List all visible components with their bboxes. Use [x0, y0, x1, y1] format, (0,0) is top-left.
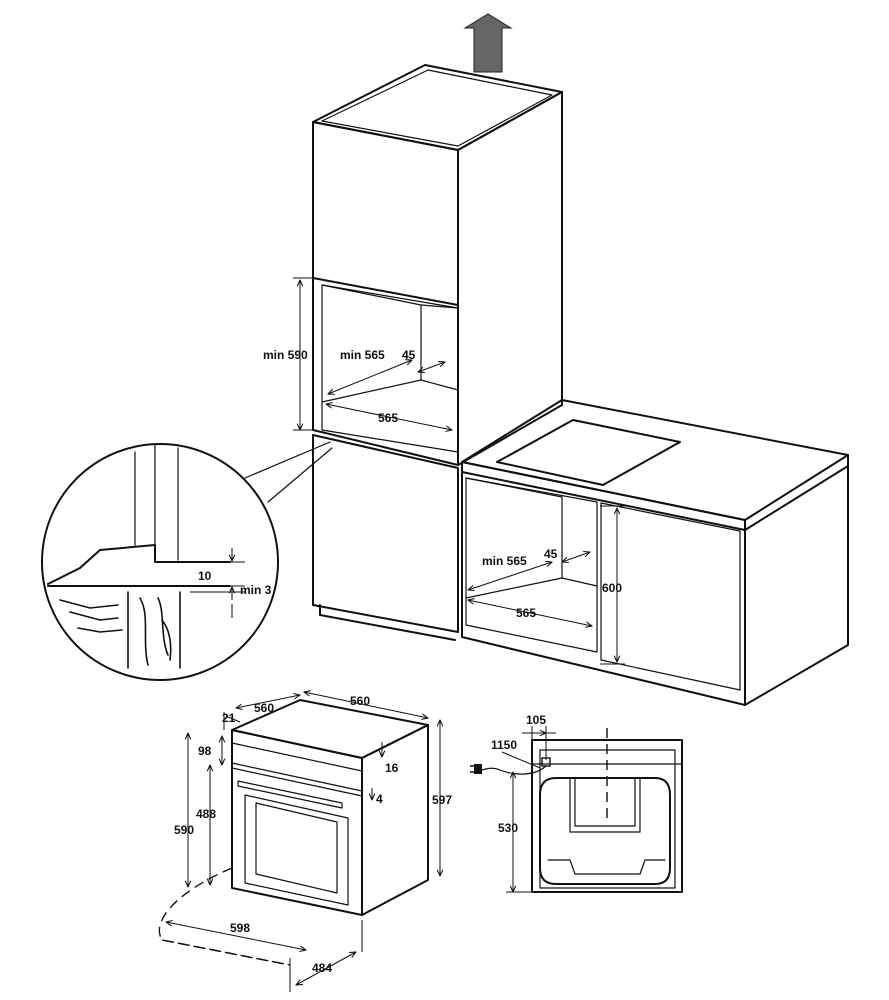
- label-column-niche-width: 565: [378, 411, 398, 425]
- oven-dimensions: 21 560 560 98 488 590 597 16 4 598 484: [166, 692, 452, 992]
- label-column-niche-height: min 590: [263, 348, 308, 362]
- label-oven-panel-height: 98: [198, 744, 212, 758]
- arrow-up-icon: [463, 13, 513, 73]
- label-counter-niche-height: 600: [602, 581, 622, 595]
- column-dimensions: min 590 min 565 45 565: [263, 277, 452, 430]
- label-cable-height: 530: [498, 821, 518, 835]
- counter-cabinet: [461, 399, 849, 706]
- label-counter-niche-depth: min 565: [482, 554, 527, 568]
- cable-dimensions: 105 1150 530: [491, 713, 556, 892]
- label-oven-body-height-left: 488: [196, 807, 216, 821]
- label-oven-gap-small: 4: [376, 792, 383, 806]
- label-oven-front-height: 590: [174, 823, 194, 837]
- power-plug-icon: [470, 764, 482, 774]
- label-oven-gap-top: 16: [385, 761, 399, 775]
- label-cable-length: 1150: [491, 738, 517, 752]
- label-oven-depth-top: 560: [254, 701, 274, 715]
- label-counter-vent-gap: 45: [544, 547, 558, 561]
- label-column-niche-depth: min 565: [340, 348, 385, 362]
- label-detail-gap: 10: [198, 569, 212, 583]
- label-oven-width: 598: [230, 921, 250, 935]
- label-oven-total-height: 597: [432, 793, 452, 807]
- label-oven-depth: 484: [312, 961, 332, 975]
- label-column-vent-gap: 45: [402, 348, 416, 362]
- oven-view: [158, 699, 429, 966]
- oven-top-view: [470, 728, 683, 893]
- label-detail-min: min 3: [240, 583, 272, 597]
- label-oven-front-thickness: 21: [222, 711, 236, 725]
- label-counter-niche-width: 565: [516, 606, 536, 620]
- detail-callout: 10 min 3: [41, 441, 333, 681]
- label-cable-offset: 105: [526, 713, 546, 727]
- label-oven-width-top: 560: [350, 694, 370, 708]
- counter-dimensions: min 565 45 565 600: [468, 505, 625, 665]
